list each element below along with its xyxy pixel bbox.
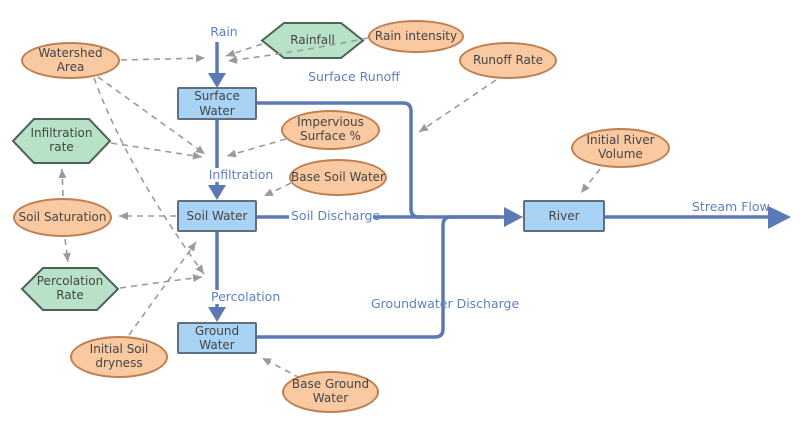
converter-percolation-rate-shape	[20, 267, 120, 311]
variable-watershed-area: Watershed Area	[21, 42, 120, 79]
flow-surface-runoff-label: Surface Runoff	[308, 69, 400, 84]
connector-initial-soil-dryness-to-soil-water	[128, 241, 197, 336]
flow-groundwater-discharge-pipe	[257, 215, 500, 339]
variable-rain-intensity: Rain intensity	[368, 20, 464, 53]
connector-soil-saturation-to-percolation-rate	[62, 238, 71, 263]
flow-percolation-label: Percolation	[209, 289, 281, 304]
connector-impervious-surface-to-infiltration	[226, 138, 287, 158]
flow-infiltration-arrowhead	[208, 185, 226, 200]
connector-rain-intensity-to-rain	[227, 37, 369, 64]
flow-percolation-arrowhead	[208, 307, 226, 322]
flow-soil-discharge-label: Soil Discharge	[289, 208, 381, 223]
converter-rainfall-label: Rainfall	[290, 32, 335, 47]
connector-base-ground-water-to-ground-water	[261, 357, 301, 379]
converter-infiltration-rate-label: Infiltration rate	[30, 126, 93, 154]
flow-rain-label: Rain	[210, 24, 238, 39]
flow-stream-flow-label: Stream Flow	[692, 199, 770, 214]
connector-runoff-rate-to-surface-runoff	[418, 79, 497, 133]
flow-into-river-arrowhead	[504, 207, 523, 227]
variable-base-soil-water: Base Soil Water	[289, 159, 387, 196]
stock-surface-water: Surface Water	[177, 87, 257, 120]
connector-watershed-area-to-percolation	[93, 77, 205, 275]
connector-base-soil-water-to-soil-water	[263, 182, 292, 197]
variable-soil-saturation: Soil Saturation	[13, 198, 112, 237]
flow-stream-flow-arrowhead	[768, 206, 791, 229]
converter-percolation-rate-label: Percolation Rate	[36, 274, 104, 302]
converter-rainfall-shape	[260, 22, 365, 59]
variable-base-ground-water: Base Ground Water	[282, 371, 379, 413]
connector-rainfall-to-rain	[225, 43, 263, 57]
flow-infiltration-label: Infiltration	[206, 168, 276, 182]
connector-watershed-area-to-rain	[120, 54, 206, 63]
connector-initial-river-volume-to-river	[580, 168, 601, 194]
connector-soil-saturation-to-infiltration-rate	[58, 168, 67, 197]
variable-initial-soil-dryness: Initial Soil dryness	[70, 336, 168, 378]
flow-groundwater-discharge-label: Groundwater Discharge	[371, 296, 520, 311]
flow-rain-arrowhead	[208, 73, 226, 88]
connector-percolation-rate-to-percolation	[119, 274, 203, 289]
stock-river: River	[523, 200, 605, 232]
stock-soil-water: Soil Water	[177, 200, 257, 232]
converter-infiltration-rate-shape	[11, 118, 112, 164]
connector-infiltration-rate-to-infiltration	[110, 142, 203, 160]
variable-initial-river-volume: Initial River Volume	[571, 128, 670, 168]
variable-impervious-surface: Impervious Surface %	[281, 110, 380, 150]
variable-runoff-rate: Runoff Rate	[459, 42, 557, 79]
stock-ground-water: Ground Water	[177, 322, 257, 354]
